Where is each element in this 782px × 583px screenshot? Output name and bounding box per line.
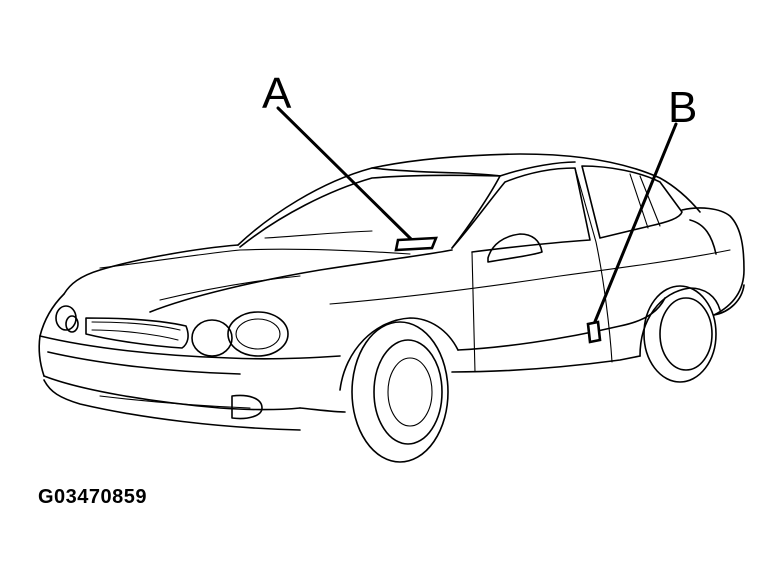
front-bumper (43, 379, 301, 431)
trunk (681, 207, 745, 316)
front-fascia (38, 293, 341, 411)
figure-code: G03470859 (38, 486, 148, 508)
rear-door-window (581, 165, 683, 239)
grille (85, 317, 189, 349)
hood (63, 244, 453, 313)
callout-b-marker (586, 122, 678, 344)
headlights-left (55, 305, 79, 333)
callout-label-a: A (262, 69, 292, 118)
headlights-right (191, 311, 289, 357)
callout-a-marker (276, 106, 438, 252)
front-door-window (451, 161, 597, 253)
front-wheel (339, 317, 459, 463)
car-roof (237, 153, 701, 246)
rear-wheel (639, 284, 745, 383)
callout-label-b: B (668, 83, 698, 132)
side-mirror (487, 233, 543, 263)
body-side (299, 241, 731, 413)
